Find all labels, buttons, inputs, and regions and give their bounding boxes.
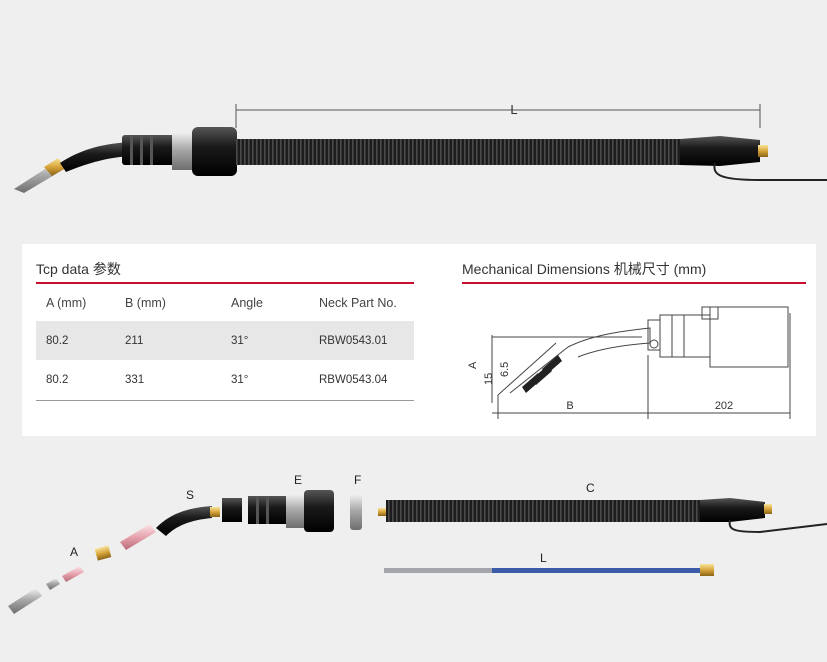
tip-holder-part: [94, 545, 112, 561]
tcp-r1-part: RBW0543.01: [319, 335, 388, 347]
mech-dim-15: 15: [483, 373, 495, 385]
tcp-r1-angle: 31°: [231, 335, 249, 347]
tcp-r2-part: RBW0543.04: [319, 374, 388, 386]
tcp-col-part: Neck Part No.: [319, 296, 397, 310]
tcp-title-rule: [36, 282, 414, 284]
label-a: A: [70, 545, 78, 559]
exploded-view-image: A S E F C L: [8, 473, 827, 614]
mech-dim-65: 6.5: [499, 362, 511, 377]
torch-assembly-image: L: [14, 102, 827, 193]
mech-title: Mechanical Dimensions 机械尺寸 (mm): [462, 261, 707, 277]
mech-dim-202: 202: [715, 400, 733, 412]
dim-L-label: L: [510, 102, 517, 117]
insulator-part: [62, 566, 84, 582]
tcp-title: Tcp data 参数: [36, 261, 121, 277]
diffuser-part: [120, 524, 156, 550]
cable-part: [386, 500, 702, 522]
tcp-r1-a: 80.2: [46, 335, 69, 347]
table-row: [36, 321, 414, 360]
mech-dim-a: A: [467, 361, 479, 369]
ring-part: [350, 494, 362, 530]
swan-neck: [60, 142, 130, 172]
tcp-r2-a: 80.2: [46, 374, 69, 386]
liner-part: [384, 568, 492, 573]
swan-neck-part: [156, 506, 212, 536]
label-s: S: [186, 488, 194, 502]
cable-hose: [236, 139, 682, 165]
mechanical-drawing: A 15 6.5 B 202: [467, 306, 791, 419]
mech-dim-b: B: [566, 400, 573, 412]
tcp-r1-b: 211: [125, 335, 144, 347]
label-e: E: [294, 473, 302, 487]
tcp-col-a: A (mm): [46, 296, 87, 310]
nozzle-part: [8, 588, 42, 614]
label-f: F: [354, 473, 361, 487]
tcp-col-b: B (mm): [125, 296, 166, 310]
handle-block: [192, 127, 237, 176]
tcp-r2-b: 331: [125, 374, 145, 386]
tcp-r2-angle: 31°: [231, 374, 249, 386]
table-bottom-rule: [36, 400, 414, 401]
label-c: C: [586, 481, 595, 495]
label-l: L: [540, 551, 547, 565]
tcp-col-angle: Angle: [231, 296, 263, 310]
mech-title-rule: [462, 282, 806, 284]
